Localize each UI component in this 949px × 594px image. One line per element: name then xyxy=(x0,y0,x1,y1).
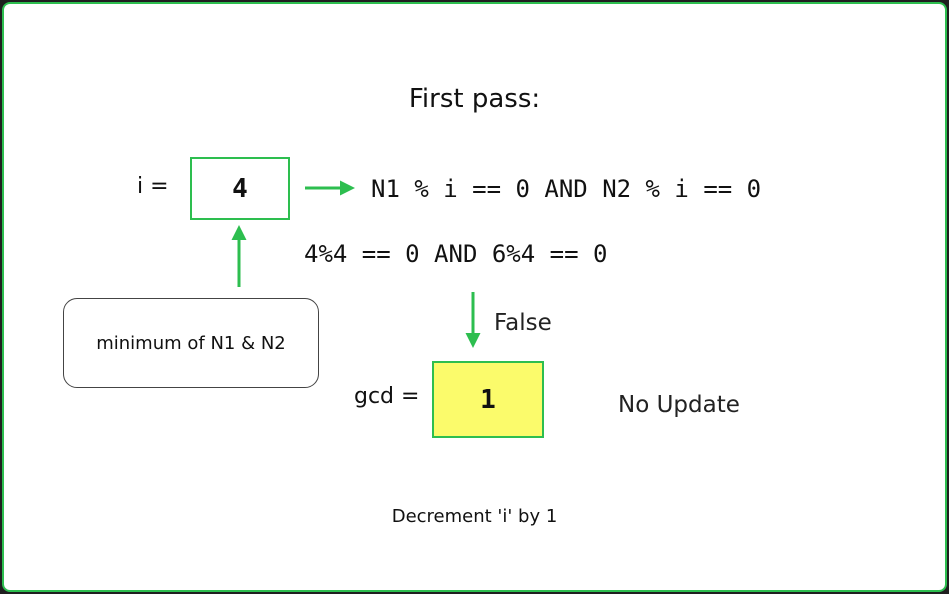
minimum-callout: minimum of N1 & N2 xyxy=(63,298,319,388)
i-label: i = xyxy=(137,174,169,199)
diagram-title: First pass: xyxy=(408,84,541,114)
gcd-note: No Update xyxy=(618,392,740,418)
i-value-box: 4 xyxy=(190,157,290,220)
evaluation-text: 4%4 == 0 AND 6%4 == 0 xyxy=(304,240,608,268)
footer-text: Decrement 'i' by 1 xyxy=(391,506,558,527)
gcd-value-box: 1 xyxy=(432,361,544,438)
condition-text: N1 % i == 0 AND N2 % i == 0 xyxy=(371,175,762,203)
branch-label: False xyxy=(494,310,552,336)
gcd-label: gcd = xyxy=(354,384,420,409)
